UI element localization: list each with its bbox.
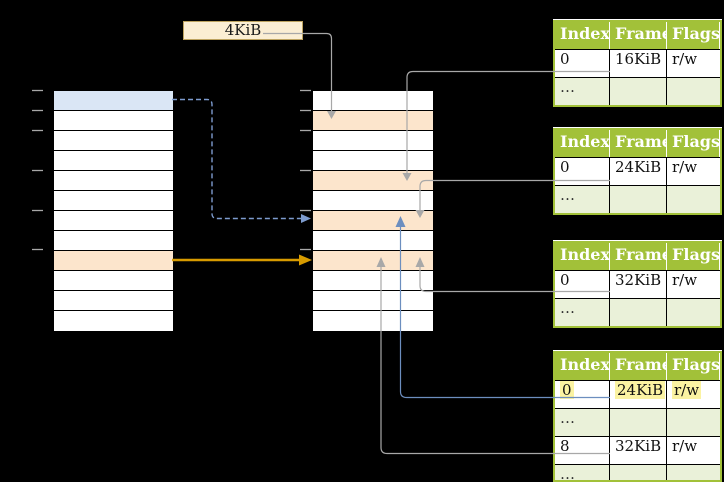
table-row: …	[555, 408, 720, 436]
table-cell-flags	[667, 78, 720, 105]
frame-cell	[313, 191, 433, 211]
table-cell-flags: r/w	[667, 381, 720, 408]
table-cell-frame: 16KiB	[610, 50, 667, 77]
table-header-row: Index Frame Flags	[555, 353, 720, 380]
column-header-index: Index	[555, 353, 610, 380]
memory-cell	[54, 131, 173, 151]
physical-memory-column	[312, 90, 434, 332]
table-cell-flags: r/w	[672, 50, 698, 68]
table-row: …	[555, 464, 720, 480]
table-cell-index: …	[555, 465, 610, 480]
memory-cell	[54, 111, 173, 131]
table-row: 0 16KiB r/w	[555, 49, 720, 77]
column-header-frame: Frame	[610, 22, 667, 49]
memory-cell	[54, 291, 173, 311]
memory-cell	[54, 191, 173, 211]
table-cell-index: 0	[555, 271, 610, 298]
column-header-index: Index	[555, 22, 610, 49]
table-cell-flags: r/w	[672, 158, 698, 176]
column-header-index: Index	[555, 130, 610, 157]
table-cell-frame	[610, 409, 667, 436]
arrow-virtual-page-dashed	[172, 98, 311, 223]
table-cell-frame	[610, 299, 667, 326]
frame-size-label: 4KiB	[183, 21, 303, 40]
table-row: 8 32KiB r/w	[555, 436, 720, 464]
table-cell-frame: 24KiB	[610, 158, 667, 185]
table-cell-flags	[667, 299, 720, 326]
column-header-frame: Frame	[610, 130, 667, 157]
frame-cell	[313, 231, 433, 251]
highlighted-value: r/w	[672, 381, 702, 399]
table-row: 0 24KiB r/w	[555, 157, 720, 185]
column-header-flags: Flags	[667, 243, 720, 270]
memory-cell	[54, 251, 173, 271]
table-cell-index: 0	[555, 381, 610, 408]
table-row: 0 32KiB r/w	[555, 270, 720, 298]
page-table-1: Index Frame Flags 0 16KiB r/w …	[553, 20, 722, 107]
highlighted-value: 24KiB	[615, 381, 666, 399]
arrow-virtual-page-orange	[172, 254, 312, 266]
column-header-flags: Flags	[667, 353, 720, 380]
frame-cell	[313, 131, 433, 151]
table-cell-index: …	[555, 299, 610, 326]
memory-cell	[54, 211, 173, 231]
frame-cell	[313, 211, 433, 231]
column-header-frame: Frame	[610, 243, 667, 270]
table-cell-flags	[667, 465, 720, 480]
memory-cell	[54, 91, 173, 111]
table-header-row: Index Frame Flags	[555, 130, 720, 157]
table-cell-index: …	[555, 409, 610, 436]
memory-cell	[54, 171, 173, 191]
table-cell-index: …	[555, 186, 610, 213]
memory-cell	[54, 151, 173, 171]
table-cell-frame: 24KiB	[610, 381, 667, 408]
page-table-4: Index Frame Flags 0 24KiB r/w … 8 32KiB …	[553, 351, 722, 482]
table-row-highlighted: 0 24KiB r/w	[555, 380, 720, 408]
column-header-frame: Frame	[610, 353, 667, 380]
table-cell-flags: r/w	[672, 437, 698, 455]
table-header-row: Index Frame Flags	[555, 243, 720, 270]
frame-cell	[313, 151, 433, 171]
table-header-row: Index Frame Flags	[555, 22, 720, 49]
table-row: …	[555, 298, 720, 326]
tick-marks-middle	[300, 89, 311, 251]
table-row: …	[555, 185, 720, 213]
memory-cell	[54, 231, 173, 251]
table-cell-index: 8	[555, 437, 610, 464]
memory-cell	[54, 311, 173, 331]
page-table-3: Index Frame Flags 0 32KiB r/w …	[553, 241, 722, 328]
table-cell-flags	[667, 409, 720, 436]
highlighted-value: 0	[560, 381, 574, 399]
frame-cell	[313, 251, 433, 271]
column-header-flags: Flags	[667, 130, 720, 157]
column-header-flags: Flags	[667, 22, 720, 49]
table-cell-flags: r/w	[672, 271, 698, 289]
frame-cell	[313, 291, 433, 311]
table-cell-frame: 32KiB	[610, 437, 667, 464]
table-row: …	[555, 77, 720, 105]
table-cell-frame	[610, 465, 667, 480]
column-header-index: Index	[555, 243, 610, 270]
frame-cell	[313, 171, 433, 191]
table-cell-index: 0	[555, 158, 610, 185]
table-cell-flags	[667, 186, 720, 213]
page-table-2: Index Frame Flags 0 24KiB r/w …	[553, 128, 722, 215]
virtual-memory-column	[53, 90, 174, 332]
memory-cell	[54, 271, 173, 291]
table-cell-frame: 32KiB	[610, 271, 667, 298]
frame-cell	[313, 271, 433, 291]
table-cell-index: …	[555, 78, 610, 105]
frame-cell	[313, 311, 433, 331]
frame-cell	[313, 91, 433, 111]
frame-cell	[313, 111, 433, 131]
table-cell-frame	[610, 78, 667, 105]
table-cell-index: 0	[555, 50, 610, 77]
tick-marks-left	[32, 89, 43, 251]
table-cell-frame	[610, 186, 667, 213]
